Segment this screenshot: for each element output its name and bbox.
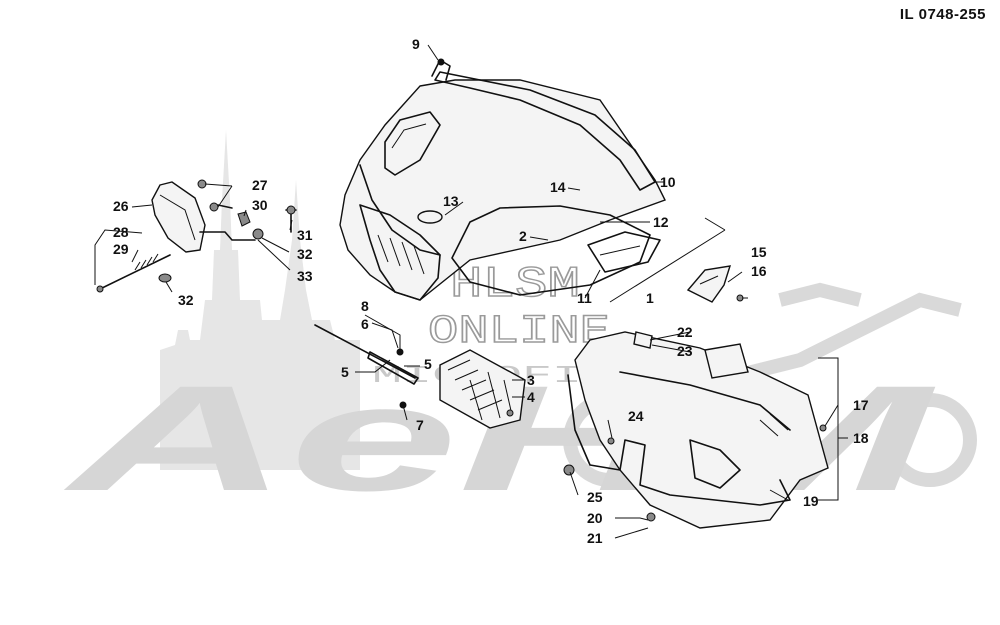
storage-tray-part	[563, 331, 829, 529]
callout-29: 29	[113, 241, 129, 257]
callout-6: 6	[361, 316, 369, 332]
callout-23: 23	[677, 343, 693, 359]
callout-22: 22	[677, 324, 693, 340]
leader-lines	[94, 44, 848, 539]
watermark-hlsm: HLSM	[450, 260, 580, 310]
callout-30: 30	[252, 197, 268, 213]
callout-12: 12	[653, 214, 669, 230]
callout-14: 14	[550, 179, 566, 195]
callout-16: 16	[751, 263, 767, 279]
callout-13: 13	[443, 193, 459, 209]
callout-15: 15	[751, 244, 767, 260]
callout-5: 5	[424, 356, 432, 372]
callout-5: 5	[341, 364, 349, 380]
callout-32: 32	[297, 246, 313, 262]
callout-31: 31	[297, 227, 313, 243]
callout-27: 27	[252, 177, 268, 193]
callout-4: 4	[527, 389, 535, 405]
headlight-part	[151, 181, 256, 253]
callout-8: 8	[361, 298, 369, 314]
illustration-code: IL 0748-255	[899, 6, 986, 23]
callout-2: 2	[519, 228, 527, 244]
callout-28: 28	[113, 224, 129, 240]
callout-10: 10	[660, 174, 676, 190]
callout-7: 7	[416, 417, 424, 433]
callout-17: 17	[853, 397, 869, 413]
emblem-part	[686, 265, 744, 303]
callout-20: 20	[587, 510, 603, 526]
callout-26: 26	[113, 198, 129, 214]
callout-3: 3	[527, 372, 535, 388]
callout-11: 11	[577, 290, 592, 306]
callout-9: 9	[412, 36, 420, 52]
dash-parts	[314, 324, 526, 429]
callout-21: 21	[587, 530, 603, 546]
watermark-online: ONLINE	[428, 310, 610, 355]
watermark-skyline	[160, 130, 360, 470]
clip-part	[431, 58, 451, 81]
callout-33: 33	[297, 268, 313, 284]
callout-19: 19	[803, 493, 819, 509]
callout-labels: 1 2 3 4 5 5 6 7 8 9 10 11 12 13 14 15 16…	[113, 36, 869, 546]
callout-32: 32	[178, 292, 194, 308]
callout-25: 25	[587, 489, 603, 505]
headlight-hardware	[96, 179, 297, 293]
callout-1: 1	[646, 290, 654, 306]
callout-24: 24	[628, 408, 644, 424]
callout-18: 18	[853, 430, 869, 446]
hood-part	[339, 71, 666, 301]
